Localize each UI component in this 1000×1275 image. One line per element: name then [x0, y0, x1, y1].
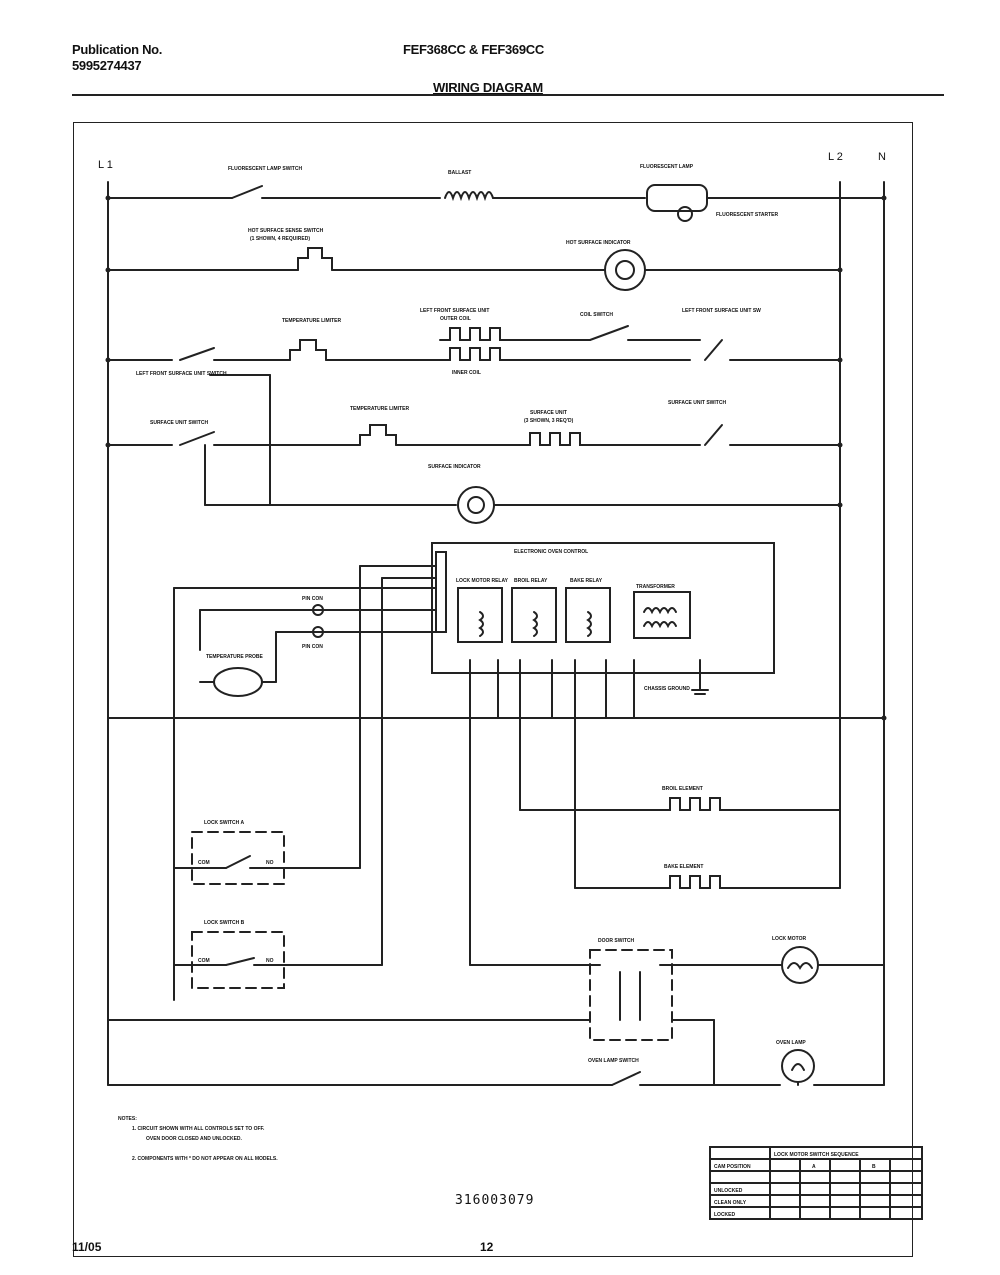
footer-page: 12: [480, 1240, 494, 1254]
hot-surface-sense-switch-label: HOT SURFACE SENSE SWITCH: [248, 228, 324, 234]
lock-table-row-locked: LOCKED: [714, 1212, 736, 1218]
lock-switch-a-no: NO: [266, 860, 274, 866]
note-2: 2. COMPONENTS WITH * DO NOT APPEAR ON AL…: [132, 1156, 278, 1162]
lock-table-col-b: B: [872, 1164, 876, 1170]
chassis-ground-label: CHASSIS GROUND: [644, 686, 690, 692]
broil-element-label: BROIL ELEMENT: [662, 786, 703, 792]
surface-unit-switch-right-label: SURFACE UNIT SWITCH: [668, 400, 726, 406]
outer-coil-label: OUTER COIL: [440, 316, 471, 322]
surface-unit-switch-left-label: SURFACE UNIT SWITCH: [150, 420, 208, 426]
fluorescent-starter-label: FLUORESCENT STARTER: [716, 212, 779, 218]
document-number: 316003079: [455, 1193, 535, 1208]
header-rule: [72, 94, 944, 96]
lock-table-row-unlocked: UNLOCKED: [714, 1188, 743, 1194]
ballast-label: BALLAST: [448, 170, 471, 176]
left-front-surface-unit-label: LEFT FRONT SURFACE UNIT: [420, 308, 489, 314]
l2-label: L 2: [828, 151, 843, 163]
lock-table-col-a: A: [812, 1164, 816, 1170]
fluorescent-lamp-switch-label: FLUORESCENT LAMP SWITCH: [228, 166, 302, 172]
electronic-oven-control-label: ELECTRONIC OVEN CONTROL: [514, 549, 588, 555]
pin-con-1-label: PIN CON: [302, 596, 323, 602]
note-1: 1. CIRCUIT SHOWN WITH ALL CONTROLS SET T…: [132, 1126, 265, 1132]
door-switch-label: DOOR SWITCH: [598, 938, 634, 944]
lock-switch-b-com: COM: [198, 958, 210, 964]
left-front-surface-unit-switch-label: LEFT FRONT SURFACE UNIT SWITCH: [136, 371, 227, 377]
model-numbers: FEF368CC & FEF369CC: [403, 42, 544, 57]
lock-switch-a-label: LOCK SWITCH A: [204, 820, 244, 826]
lock-switch-b-label: LOCK SWITCH B: [204, 920, 245, 926]
bake-element-label: BAKE ELEMENT: [664, 864, 703, 870]
lock-table-title: LOCK MOTOR SWITCH SEQUENCE: [774, 1152, 859, 1158]
surface-unit-note: (3 SHOWN, 3 REQ'D): [524, 418, 574, 424]
oven-lamp-label: OVEN LAMP: [776, 1040, 806, 1046]
publication-label: Publication No.: [72, 42, 163, 57]
lock-motor-relay-label: LOCK MOTOR RELAY: [456, 578, 509, 584]
coil-switch-label: COIL SWITCH: [580, 312, 613, 318]
temperature-limiter-2-label: TEMPERATURE LIMITER: [350, 406, 409, 412]
notes-heading: NOTES:: [118, 1116, 137, 1122]
fluorescent-lamp-label: FLUORESCENT LAMP: [640, 164, 694, 170]
surface-unit-label: SURFACE UNIT: [530, 410, 567, 416]
lock-switch-b-no: NO: [266, 958, 274, 964]
surface-indicator-label: SURFACE INDICATOR: [428, 464, 481, 470]
lock-table-row-clean-only: CLEAN ONLY: [714, 1200, 747, 1206]
diagram-title: WIRING DIAGRAM: [433, 80, 543, 95]
inner-coil-label: INNER COIL: [452, 370, 481, 376]
lock-motor-label: LOCK MOTOR: [772, 936, 806, 942]
left-front-surface-unit-sw-label: LEFT FRONT SURFACE UNIT SW: [682, 308, 761, 314]
oven-lamp-switch-label: OVEN LAMP SWITCH: [588, 1058, 639, 1064]
lock-switch-a-com: COM: [198, 860, 210, 866]
temperature-limiter-1-label: TEMPERATURE LIMITER: [282, 318, 341, 324]
diagram-frame: [73, 122, 913, 1257]
pin-con-2-label: PIN CON: [302, 644, 323, 650]
broil-relay-label: BROIL RELAY: [514, 578, 548, 584]
l1-label: L 1: [98, 159, 113, 171]
hot-surface-sense-switch-note: (1 SHOWN, 4 REQUIRED): [250, 236, 310, 242]
n-label: N: [878, 151, 886, 163]
lock-table-header-col: CAM POSITION: [714, 1164, 751, 1170]
note-1b: OVEN DOOR CLOSED AND UNLOCKED.: [146, 1136, 243, 1142]
hot-surface-indicator-label: HOT SURFACE INDICATOR: [566, 240, 631, 246]
temperature-probe-label: TEMPERATURE PROBE: [206, 654, 264, 660]
footer-date: 11/05: [72, 1240, 102, 1254]
bake-relay-label: BAKE RELAY: [570, 578, 603, 584]
transformer-label: TRANSFORMER: [636, 584, 675, 590]
publication-number: 5995274437: [72, 58, 142, 73]
